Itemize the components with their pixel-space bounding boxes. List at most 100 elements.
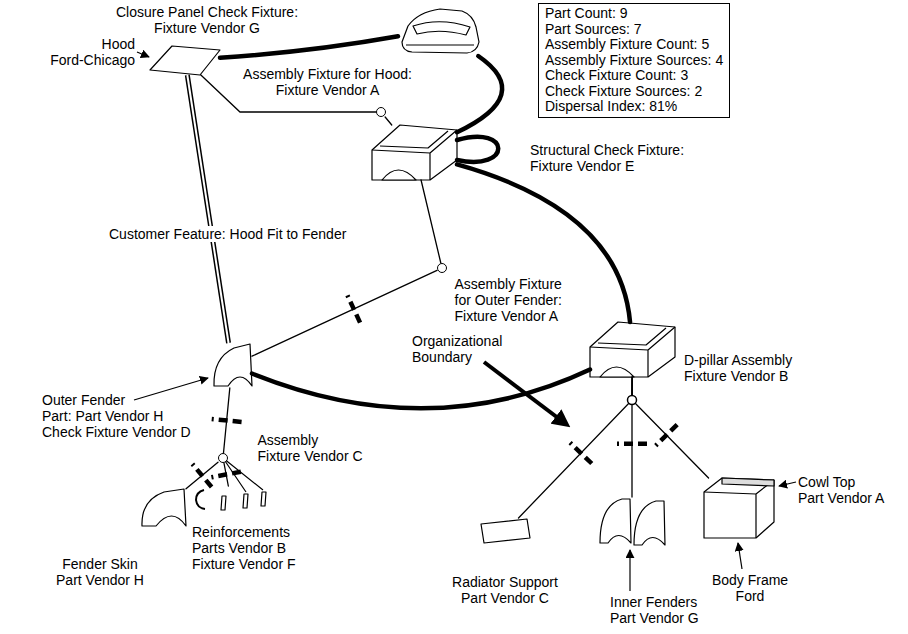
assembly-link — [385, 117, 392, 125]
connector — [385, 117, 392, 125]
connector — [421, 180, 441, 263]
frame-edge — [704, 480, 774, 538]
part-node: Radiator Support Part Vendor C — [480, 518, 532, 544]
connector — [252, 270, 437, 356]
connector — [252, 370, 590, 409]
fender-skin-icon — [142, 489, 186, 526]
text-line: Parts Vendor B — [192, 540, 296, 556]
text-line: Customer — [109, 226, 174, 242]
assembly-link — [632, 377, 709, 478]
body-frame-icon — [704, 478, 774, 538]
node-label: Closure Panel Check Fixture: Fixture Ven… — [116, 4, 298, 36]
node-label: Radiator Support Part Vendor C — [452, 574, 558, 606]
text-line: Fender — [302, 226, 346, 242]
part-node: D-pillar Assembly Fixture Vendor B — [590, 322, 675, 377]
car-line — [406, 44, 474, 45]
check-loop — [457, 137, 498, 162]
double-line-outer — [187, 75, 228, 343]
text-line: Cowl Top — [798, 474, 884, 490]
edge-label: Customer Feature: Hood Fit to Fender — [108, 226, 347, 242]
node-label: Body Frame Ford — [712, 572, 788, 604]
text-line: Fixture Vendor B — [684, 368, 792, 384]
part-node: Closure Panel Check Fixture: Fixture Ven… — [398, 2, 480, 56]
part-node: Fender Skin Part Vendor H — [140, 488, 186, 528]
assembly-link — [519, 377, 633, 518]
text-line: Assembly Fixture — [455, 276, 562, 292]
text-line: Body Frame — [712, 572, 788, 588]
text-line: Assembly — [258, 432, 363, 448]
node-label: Hood Ford-Chicago — [50, 36, 135, 68]
leader-arrow — [738, 543, 742, 569]
summary-box: Part Count: 9Part Sources: 7Assembly Fix… — [538, 3, 730, 118]
text-line: Organizational — [412, 333, 502, 349]
leader-arrow — [629, 550, 630, 591]
car-windshield — [413, 22, 470, 35]
assembly-link — [186, 462, 218, 489]
assembly-link — [252, 270, 437, 356]
text-line: Part Vendor G — [610, 610, 699, 626]
text-line: for Outer Fender: — [455, 292, 562, 308]
car-body — [402, 9, 479, 53]
summary-line: Part Count: 9 — [545, 6, 723, 22]
text-line: Closure Panel Check Fixture: — [116, 4, 298, 20]
text-line: Structural Check Fixture: — [530, 142, 684, 158]
wheel-arch — [382, 170, 416, 180]
text-line: Part Vendor A — [798, 490, 884, 506]
text-line: Ford — [712, 588, 788, 604]
cowl-top — [722, 478, 774, 486]
summary-line: Part Sources: 7 — [545, 22, 723, 38]
frame-outline — [704, 478, 774, 538]
double-line-inner — [187, 75, 228, 343]
text-line: Part Vendor C — [452, 590, 558, 606]
leader-arrow — [134, 378, 208, 400]
node-label: Assembly Fixture for Outer Fender: Fixtu… — [455, 276, 562, 324]
assembly-link — [421, 180, 441, 263]
text-line: Fixture Vendor C — [258, 448, 363, 464]
node-label: Assembly Fixture Vendor C — [258, 432, 363, 464]
check-link — [457, 56, 502, 132]
node-label: Structural Check Fixture: Fixture Vendor… — [530, 142, 684, 174]
connector — [187, 75, 228, 343]
connector — [220, 36, 398, 57]
organizational-boundary — [656, 425, 677, 446]
box-outline — [372, 125, 457, 180]
reinforcement-part — [261, 492, 266, 506]
text-line: Assembly Fixture for Hood: — [243, 66, 412, 82]
summary-line: Dispersal Index: 81% — [545, 99, 723, 115]
connector — [457, 56, 502, 132]
node-label: Fender Skin Part Vendor H — [56, 556, 144, 588]
text-line: Fixture Vendor A — [243, 82, 412, 98]
part-node: Structural Check Fixture: Fixture Vendor… — [372, 125, 457, 180]
connector — [519, 377, 633, 518]
text-line: Part Vendor H — [56, 572, 144, 588]
check-link — [252, 370, 590, 409]
text-line: Fender Skin — [56, 556, 144, 572]
text-line: Outer Fender — [42, 392, 191, 408]
text-line: Part: Part Vendor H — [42, 408, 191, 424]
fixture-node: Assembly Fixture Vendor C — [218, 453, 228, 463]
text-line: Fixture Vendor E — [530, 158, 684, 174]
connector — [632, 377, 709, 478]
wheel-arch — [600, 367, 634, 377]
car-icon — [402, 9, 479, 53]
reinforcement-part — [243, 494, 248, 508]
text-line: Hood — [50, 36, 135, 52]
radiator-support-icon — [481, 519, 530, 543]
node-label: D-pillar Assembly Fixture Vendor B — [684, 352, 792, 384]
text-line: Feature: — [174, 226, 230, 242]
text-line: Hood Fit to — [230, 226, 302, 242]
text-line: Reinforcements — [192, 524, 296, 540]
assembly-line — [223, 458, 263, 492]
text-line: D-pillar Assembly — [684, 352, 792, 368]
text-line: Check Fixture Vendor D — [42, 424, 191, 440]
text-line: Ford-Chicago — [50, 52, 135, 68]
text-line: Radiator Support — [452, 574, 558, 590]
part-node: Outer Fender Part: Part Vendor H Check F… — [212, 343, 252, 388]
node-label: Cowl Top Part Vendor A — [798, 474, 884, 506]
reinforcement-part — [221, 496, 226, 510]
node-label: Assembly Fixture for Hood: Fixture Vendo… — [243, 66, 412, 98]
node-label: Reinforcements Parts Vendor B Fixture Ve… — [192, 524, 296, 572]
box-edge — [590, 327, 675, 377]
summary-line: Check Fixture Count: 3 — [545, 68, 723, 84]
